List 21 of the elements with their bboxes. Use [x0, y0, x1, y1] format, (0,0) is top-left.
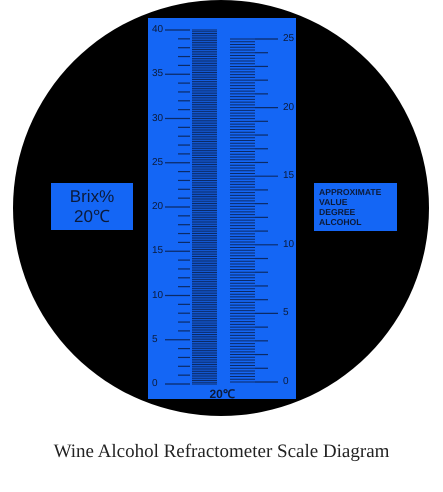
scale-number: 30: [152, 114, 164, 124]
scale-number: 0: [283, 377, 289, 387]
temperature-label: 20℃: [210, 388, 235, 400]
label-box: [51, 183, 133, 230]
box-label: Brix% 20℃: [68, 186, 116, 226]
scale-number: 20: [152, 202, 164, 212]
scale-number: 20: [283, 102, 294, 113]
scale-number: 10: [152, 290, 164, 300]
scale-number: 35: [152, 69, 164, 80]
caption: Wine Alcohol Refractometer Scale Diagram: [52, 441, 390, 463]
scale-number: 25: [283, 34, 294, 44]
scale-number: 15: [152, 246, 164, 256]
scale-number: 5: [152, 334, 158, 345]
label-box: [314, 183, 397, 231]
scale-number: 5: [283, 308, 289, 318]
scale-number: 10: [283, 240, 294, 250]
scale-number: 25: [152, 158, 164, 168]
scale-number: 15: [283, 171, 294, 182]
scale-number: 40: [152, 25, 164, 35]
box-label: APPROXIMATE VALUE DEGREE ALCOHOL: [319, 187, 382, 227]
scale-number: 0: [152, 379, 158, 389]
